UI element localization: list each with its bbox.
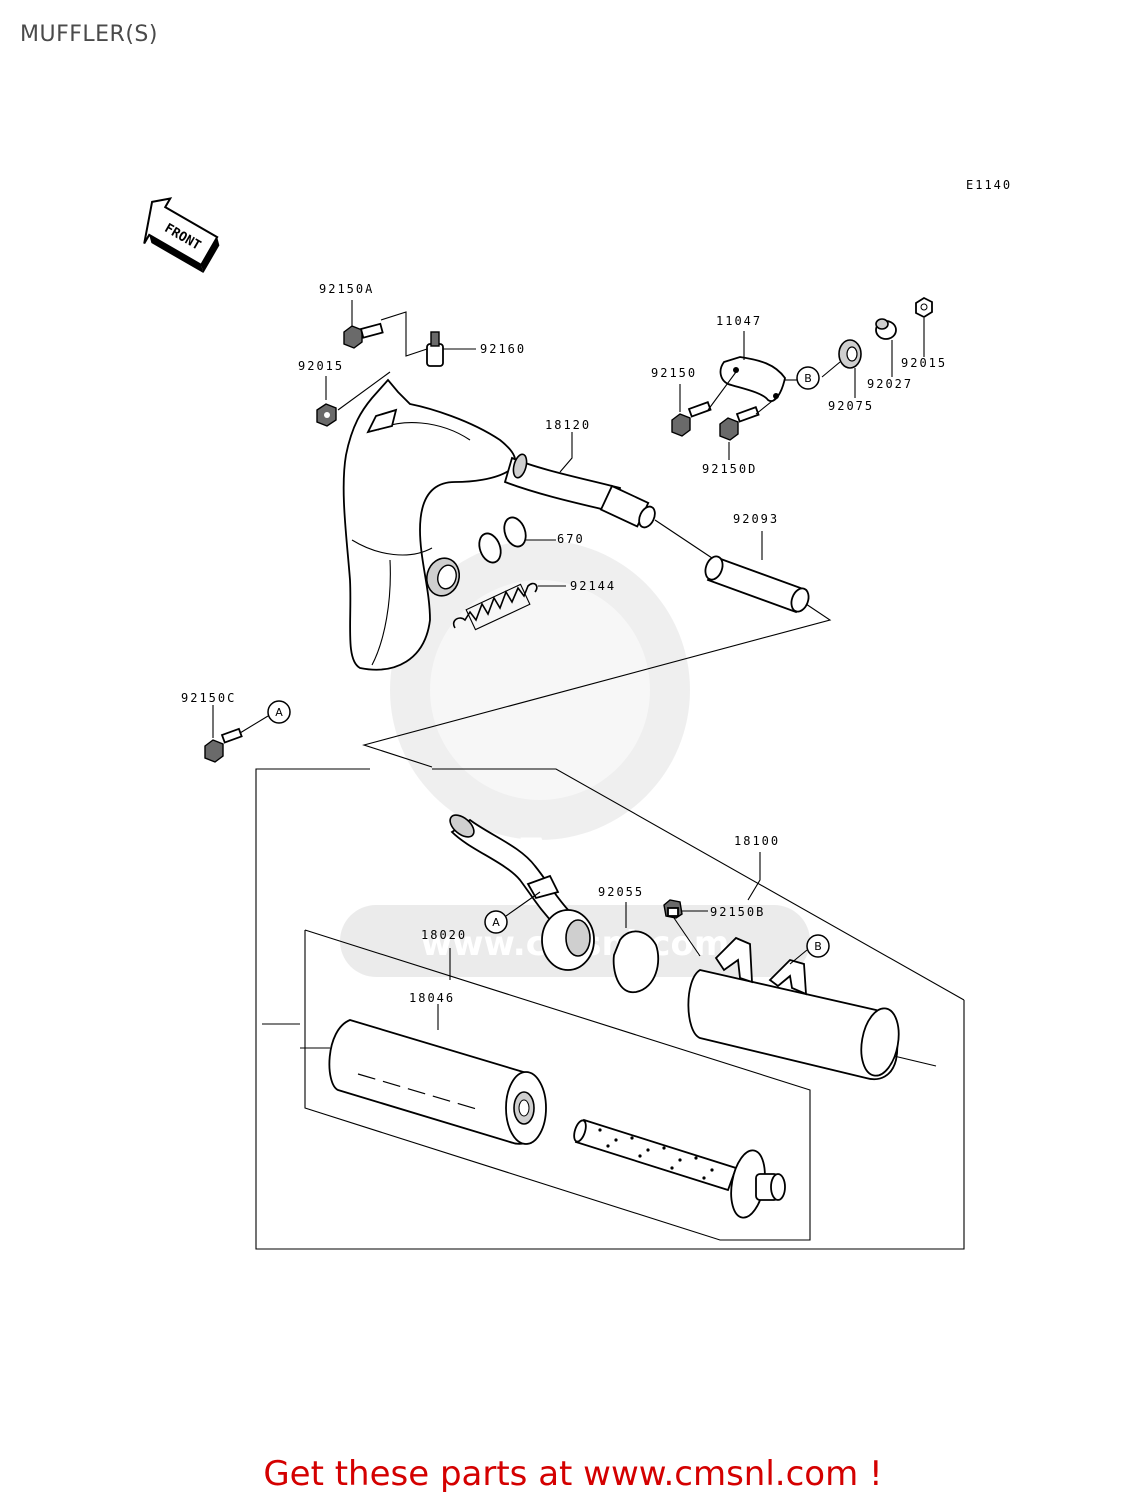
ref-marker-A-lower: A: [484, 891, 541, 934]
svg-text:B: B: [814, 940, 822, 953]
part-label-92015-right[interactable]: 92015: [901, 356, 947, 370]
part-label-92027[interactable]: 92027: [867, 377, 913, 391]
part-label-18120[interactable]: 18120: [545, 418, 591, 432]
part-label-92015-left[interactable]: 92015: [298, 359, 344, 373]
grommet-92075: [838, 339, 862, 369]
part-label-18046[interactable]: 18046: [409, 991, 455, 1005]
part-label-92150D[interactable]: 92150D: [702, 462, 757, 476]
part-label-92150A[interactable]: 92150A: [319, 282, 374, 296]
perforated-core: [573, 1118, 786, 1219]
ref-marker-B-lower: B: [789, 934, 830, 965]
ref-marker-B-upper: B: [796, 366, 820, 390]
part-label-92144[interactable]: 92144: [570, 579, 616, 593]
front-arrow-icon: FRONT: [143, 197, 220, 274]
nut-92015-right: [915, 296, 933, 319]
part-label-18020[interactable]: 18020: [421, 928, 467, 942]
svg-text:A: A: [275, 706, 283, 719]
page-title: MUFFLER(S): [20, 22, 158, 47]
packing-18046: [328, 1019, 547, 1145]
spring-92144: [452, 582, 538, 631]
part-label-92055[interactable]: 92055: [598, 885, 644, 899]
expansion-chamber-18120: [342, 378, 656, 671]
part-label-92150C[interactable]: 92150C: [181, 691, 236, 705]
bolt-92150C: [204, 727, 243, 763]
part-label-92075[interactable]: 92075: [828, 399, 874, 413]
nut-92015-left: [316, 403, 337, 427]
svg-text:B: B: [804, 372, 812, 385]
part-label-92150[interactable]: 92150: [651, 366, 697, 380]
gasket-92055: [612, 930, 660, 993]
bracket-11047: [719, 356, 786, 402]
nut-92160: [426, 331, 444, 367]
ref-marker-A-left: A: [267, 700, 291, 724]
collar-92027: [875, 318, 897, 340]
sleeve-92093: [704, 555, 810, 614]
part-label-11047[interactable]: 11047: [716, 314, 762, 328]
part-label-92160[interactable]: 92160: [480, 342, 526, 356]
silencer-18100: [449, 814, 900, 1081]
bolt-92150B: [663, 899, 683, 919]
part-label-670[interactable]: 670: [557, 532, 585, 546]
bolt-92150A: [343, 322, 384, 349]
svg-text:A: A: [492, 916, 500, 929]
o-rings-670: [478, 516, 527, 564]
part-label-92150B[interactable]: 92150B: [710, 905, 765, 919]
part-label-18100[interactable]: 18100: [734, 834, 780, 848]
part-label-92093[interactable]: 92093: [733, 512, 779, 526]
diagram-code: E1140: [966, 178, 1012, 192]
footer-cta-link[interactable]: Get these parts at www.cmsnl.com !: [263, 1454, 883, 1494]
bolt-92150D: [719, 406, 760, 441]
bolt-92150: [671, 401, 712, 437]
